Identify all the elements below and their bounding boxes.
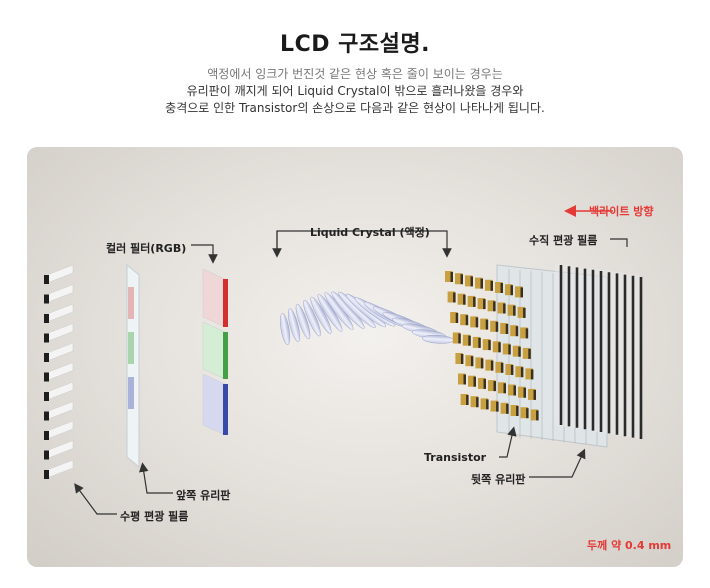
- vertical-polarizer-film: [555, 263, 643, 439]
- description-line-1: 액정에서 잉크가 번진것 같은 현상 혹은 줄이 보이는 경우는: [207, 67, 503, 81]
- description-line-2: 유리판이 깨지게 되어 Liquid Crystal이 밖으로 흘러나왔을 경우…: [186, 84, 524, 98]
- description-line-3: 충격으로 인한 Transistor의 손상으로 다음과 같은 현상이 나타나게…: [165, 101, 545, 115]
- horizontal-polarizer-film: [44, 264, 74, 479]
- vertical-polarizer-label: 수직 편광 필름: [529, 234, 598, 247]
- color-filter-rgb: [202, 268, 228, 436]
- liquid-crystal-molecules: [279, 291, 455, 345]
- horizontal-polarizer-label: 수평 편광 필름: [120, 510, 189, 523]
- backlight-direction-label: 백라이트 방향: [589, 205, 654, 218]
- diagram-panel: 컬러 필터(RGB) Liquid Crystal (액정) 백라이트 방향 수…: [27, 147, 683, 567]
- front-glass-label: 앞쪽 유리판: [176, 489, 231, 502]
- transistor-grid: [445, 271, 539, 421]
- color-filter-blue: [202, 373, 228, 436]
- page-title: LCD 구조설명.: [280, 32, 430, 57]
- color-filter-label: 컬러 필터(RGB): [106, 242, 187, 255]
- thickness-label: 두께 약 0.4 mm: [587, 539, 672, 552]
- color-filter-green: [202, 321, 228, 380]
- lcd-layer-diagram: [44, 205, 643, 515]
- description: 액정에서 잉크가 번진것 같은 현상 혹은 줄이 보이는 경우는 유리판이 깨지…: [0, 66, 710, 117]
- color-filter-red: [202, 268, 228, 328]
- transistor-label: Transistor: [424, 451, 487, 464]
- leader-lines: [74, 230, 628, 515]
- liquid-crystal-label: Liquid Crystal (액정): [310, 226, 430, 239]
- front-glass-plate: [126, 263, 140, 469]
- rear-glass-label: 뒷쪽 유리판: [471, 473, 526, 486]
